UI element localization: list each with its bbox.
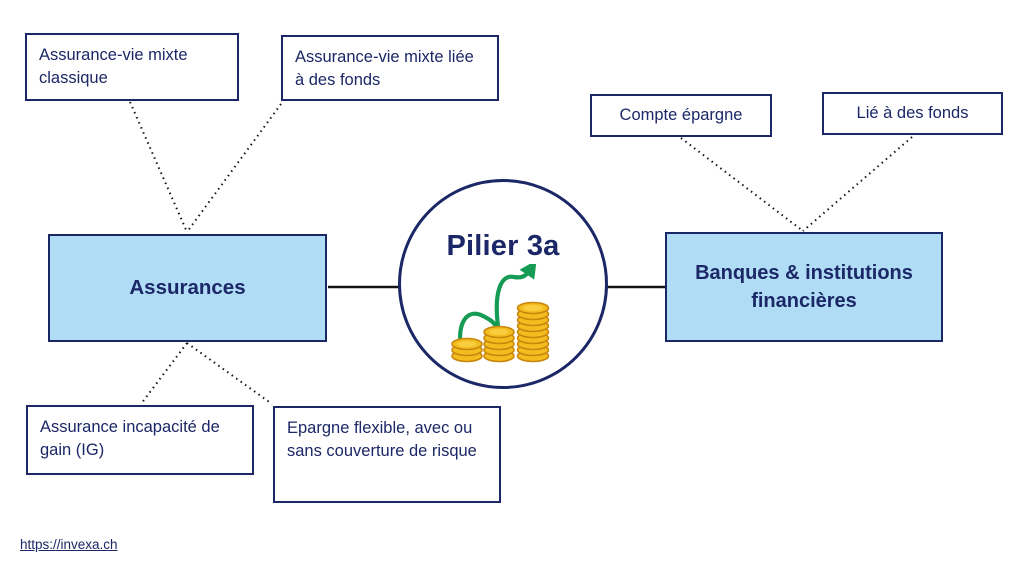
node-label: Assurance incapacité de gain (IG) <box>40 418 220 460</box>
node-assurance-vie-mixte-classique: Assurance-vie mixte classique <box>25 33 239 101</box>
node-assurance-incapacite-gain: Assurance incapacité de gain (IG) <box>26 405 254 475</box>
node-label: Assurance-vie mixte liée à des fonds <box>295 48 474 90</box>
footer-website-link[interactable]: https://invexa.ch <box>20 537 118 552</box>
branch-banques-institutions: Banques & institutions financières <box>665 232 943 342</box>
branch-assurances: Assurances <box>48 234 327 342</box>
node-assurance-vie-mixte-fonds: Assurance-vie mixte liée à des fonds <box>281 35 499 101</box>
node-label: Assurance-vie mixte classique <box>39 46 188 88</box>
node-epargne-flexible: Epargne flexible, avec ou sans couvertur… <box>273 406 501 503</box>
branch-label: Banques & institutions financières <box>695 262 913 312</box>
node-label: Lié à des fonds <box>856 103 969 122</box>
branch-label: Assurances <box>129 275 246 299</box>
center-title: Pilier 3a <box>446 230 560 262</box>
coin-stacks-growth-icon <box>451 264 550 363</box>
node-label: Epargne flexible, avec ou sans couvertur… <box>287 419 477 461</box>
center-node-pilier-3a: Pilier 3a <box>398 179 608 389</box>
node-label: Compte épargne <box>619 105 743 124</box>
node-lie-a-des-fonds: Lié à des fonds <box>822 92 1003 135</box>
node-compte-epargne: Compte épargne <box>590 94 772 137</box>
